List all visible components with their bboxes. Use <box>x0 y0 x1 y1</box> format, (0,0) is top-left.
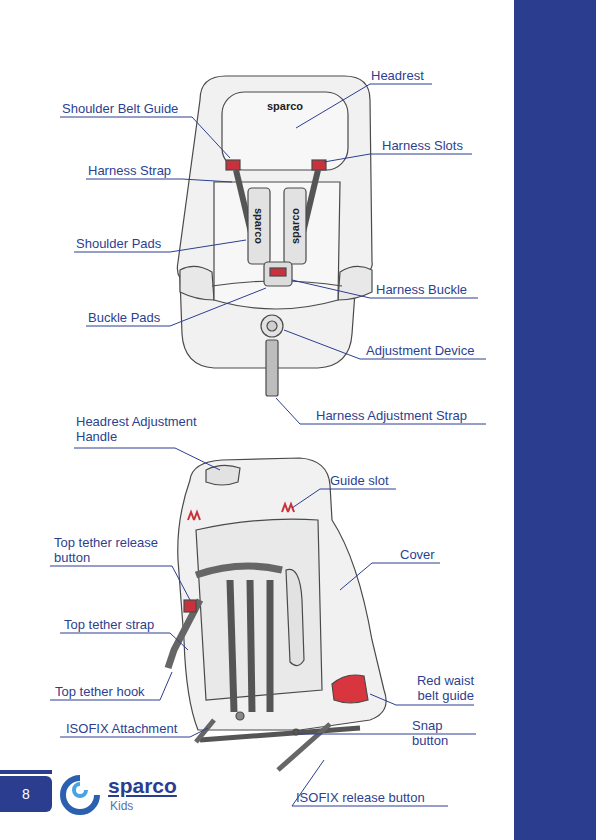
part-label: Shoulder Belt Guide <box>62 101 202 116</box>
leader-group-part <box>50 566 190 600</box>
rear-view-part <box>196 519 322 700</box>
rear-view-part <box>267 580 274 712</box>
rear-view-part <box>196 566 282 575</box>
brand-logo-part <box>63 778 97 812</box>
front-view <box>177 76 372 396</box>
leader-group-part <box>50 672 172 700</box>
side-band <box>514 0 596 840</box>
front-view-part <box>222 92 348 170</box>
leader-group-part <box>276 398 486 424</box>
part-label: ISOFIX Attachment <box>66 721 196 736</box>
front-view-part <box>214 182 340 309</box>
seat-brand-text: sparco <box>267 100 303 112</box>
front-view-part <box>270 268 286 276</box>
part-label: Harness Slots <box>382 138 482 153</box>
brand-logo-part <box>74 784 86 796</box>
front-view-part <box>261 315 283 337</box>
rear-view-part <box>188 512 200 520</box>
brand-logo <box>63 778 97 812</box>
part-label: Top tether strap <box>64 617 174 632</box>
part-label: Harness Adjustment Strap <box>316 408 486 423</box>
leader-group-part <box>60 117 230 158</box>
seat-brand-text: sparco <box>253 208 265 244</box>
part-label: Harness Buckle <box>376 282 486 297</box>
front-view-part <box>312 160 326 170</box>
front-view-part <box>284 188 306 264</box>
front-view-part <box>264 262 292 286</box>
part-label: Buckle Pads <box>88 310 178 325</box>
page-number: 8 <box>22 786 30 802</box>
rear-view-part <box>293 729 299 735</box>
rear-view-part <box>206 465 240 485</box>
rear-view-part <box>178 458 386 730</box>
rear-view-part <box>286 569 304 665</box>
front-view-part <box>248 188 270 264</box>
leader-group-part <box>340 563 440 590</box>
leader-group-part <box>296 84 432 128</box>
leader-group-part <box>86 288 266 326</box>
part-label: Red waist belt guide <box>398 673 474 703</box>
rear-view-part <box>332 675 368 703</box>
leader-group-part <box>324 154 472 162</box>
seat-brand-text: sparco <box>289 208 301 244</box>
leader-group <box>50 84 486 806</box>
page-number-tab: 8 <box>0 776 52 812</box>
part-label: Headrest Adjustment Handle <box>76 414 226 444</box>
part-label: Top tether hook <box>55 684 165 699</box>
rear-view-part <box>196 720 330 770</box>
page-rule <box>0 770 52 774</box>
part-label: ISOFIX release button <box>296 790 456 805</box>
part-label: Headrest <box>371 68 441 83</box>
leader-group-part <box>86 179 232 182</box>
front-view-part <box>180 266 214 300</box>
part-label: Snap button <box>412 718 482 748</box>
rear-view-part <box>236 712 244 720</box>
part-label: Cover <box>400 547 450 562</box>
part-label: Adjustment Device <box>366 343 491 358</box>
rear-view <box>168 458 386 770</box>
brand-name: sparco <box>108 774 177 798</box>
leader-group-part <box>74 448 220 470</box>
brand-subtitle: Kids <box>110 799 133 813</box>
front-view-part <box>267 321 277 331</box>
leader-group-part <box>60 633 188 650</box>
rear-view-part <box>230 580 234 712</box>
front-view-part <box>266 340 278 396</box>
rear-view-part <box>250 580 252 712</box>
part-label: Harness Strap <box>88 163 188 178</box>
rear-view-part <box>168 600 200 668</box>
front-view-part <box>226 160 240 170</box>
part-label: Guide slot <box>330 473 405 488</box>
front-view-part <box>177 76 372 368</box>
part-label: Shoulder Pads <box>76 236 176 251</box>
rear-view-part <box>184 600 196 612</box>
part-label: Top tether release button <box>54 535 174 565</box>
leader-group-part <box>292 489 396 508</box>
leader-group-part <box>300 734 476 735</box>
